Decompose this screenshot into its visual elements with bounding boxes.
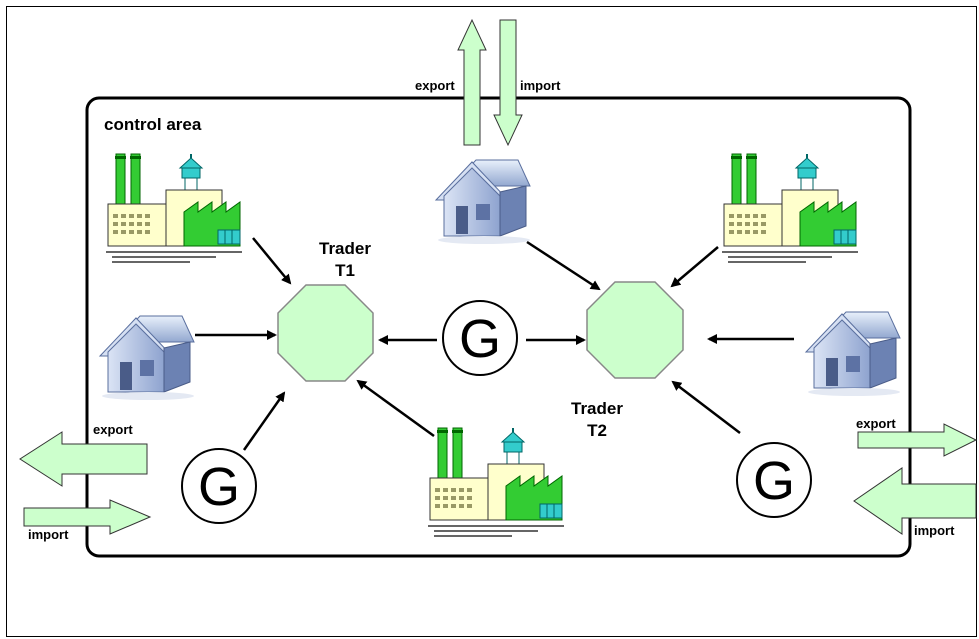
house-icon — [99, 315, 195, 401]
right-import-label: import — [914, 523, 955, 538]
trader-t1-label-line1: Trader — [319, 239, 371, 258]
left-import-label: import — [28, 527, 69, 542]
house-icon — [435, 159, 531, 245]
generator-symbol: G — [198, 457, 240, 517]
control-area-label: control area — [104, 115, 202, 134]
flow-arrow — [526, 240, 601, 291]
top-export-label: export — [415, 78, 455, 93]
right-export-arrow — [857, 423, 978, 457]
flow-arrow — [242, 391, 286, 451]
diagram-frame — [6, 6, 977, 637]
flow-arrow — [670, 246, 719, 288]
generator-icon: G — [181, 448, 257, 524]
generator-icon: G — [736, 442, 812, 518]
left-import-arrow — [23, 499, 152, 535]
trader-t1-node — [277, 284, 374, 382]
top-import-label: import — [520, 78, 561, 93]
factory-icon — [105, 153, 243, 263]
factory-icon — [721, 153, 859, 263]
trader-t2-node — [586, 281, 684, 379]
generator-symbol: G — [459, 309, 501, 369]
flow-arrow — [252, 237, 292, 285]
trader-t2-label-line1: Trader — [571, 399, 623, 418]
right-export-label: export — [856, 416, 896, 431]
trader-t1-label-line2: T1 — [335, 261, 355, 280]
control-area-box — [85, 96, 912, 558]
generator-symbol: G — [753, 451, 795, 511]
right-import-arrow — [853, 467, 977, 535]
generator-icon: G — [442, 300, 518, 376]
flow-arrow — [671, 380, 741, 434]
left-export-label: export — [93, 422, 133, 437]
top-export-arrow — [457, 18, 487, 146]
trader-t2-label-line2: T2 — [587, 421, 607, 440]
top-import-arrow — [493, 19, 523, 147]
house-icon — [805, 311, 901, 397]
factory-icon — [427, 427, 565, 537]
left-export-arrow — [19, 431, 148, 487]
flow-arrow — [356, 379, 435, 438]
